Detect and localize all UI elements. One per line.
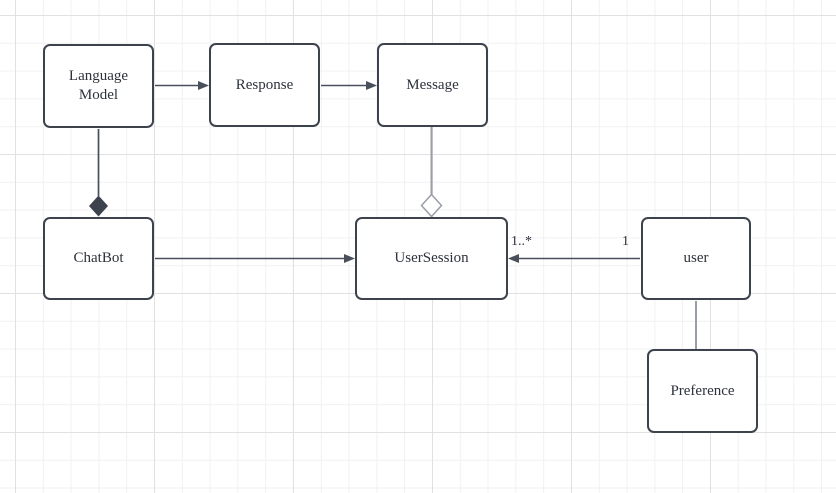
node-label: ChatBot <box>73 250 124 266</box>
arrowhead <box>344 254 355 263</box>
aggregation-diamond-icon <box>420 193 443 218</box>
arrowhead <box>198 81 209 90</box>
node-chatbot[interactable]: ChatBot <box>43 217 154 300</box>
node-response[interactable]: Response <box>209 43 320 127</box>
edge-user-usersession[interactable] <box>508 254 640 263</box>
node-label: Preference <box>670 382 735 399</box>
edge-languagemodel-chatbot-composition[interactable] <box>89 129 108 217</box>
node-preference[interactable]: Preference <box>647 349 758 433</box>
node-label: user <box>683 250 709 266</box>
node-label: Response <box>235 76 294 93</box>
edge-response-message[interactable] <box>321 81 377 90</box>
arrowhead <box>366 81 377 90</box>
multiplicity-label-user: 1 <box>622 234 629 249</box>
edge-chatbot-usersession[interactable] <box>155 254 355 263</box>
node-label: UserSession <box>394 250 469 266</box>
edge-message-usersession-aggregation[interactable] <box>420 127 443 218</box>
multiplicity-label-usersession: 1..* <box>511 234 532 249</box>
node-language-model[interactable]: Language Model <box>43 44 154 128</box>
node-label: Message <box>406 76 459 93</box>
node-label: Language Model <box>68 68 129 103</box>
node-user[interactable]: user <box>641 217 751 300</box>
node-message[interactable]: Message <box>377 43 488 127</box>
composition-diamond-icon <box>89 195 108 217</box>
edge-languagemodel-response[interactable] <box>155 81 209 90</box>
arrowhead <box>508 254 519 263</box>
node-usersession[interactable]: UserSession <box>355 217 508 300</box>
